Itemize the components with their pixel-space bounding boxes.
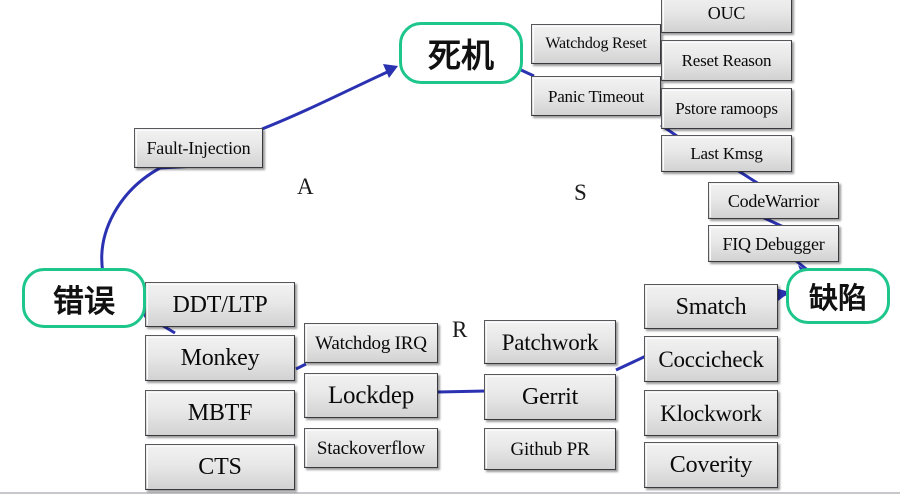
node-label: Coverity: [669, 452, 753, 478]
connector-fault-injection-to-crash: [261, 67, 395, 131]
node-watchdog-reset[interactable]: Watchdog Reset: [531, 24, 661, 64]
connector-monkey-to-lockdep: [295, 362, 307, 371]
letter-label-r: R: [452, 317, 468, 342]
node-monkey[interactable]: Monkey: [145, 335, 295, 381]
node-label: Reset Reason: [681, 51, 772, 70]
node-klockwork[interactable]: Klockwork: [644, 390, 778, 436]
node-label: Fault-Injection: [146, 138, 251, 158]
node-label: MBTF: [187, 400, 253, 426]
node-label: CodeWarrior: [727, 190, 820, 211]
node-watchdog-irq[interactable]: Watchdog IRQ: [304, 323, 438, 363]
arrowhead-crash: [383, 64, 398, 78]
node-ouc[interactable]: OUC: [661, 0, 792, 33]
category-node-defect[interactable]: 缺陷: [786, 268, 890, 324]
node-mbtf[interactable]: MBTF: [145, 390, 295, 436]
node-fault-injection[interactable]: Fault-Injection: [134, 128, 263, 168]
node-smatch[interactable]: Smatch: [644, 284, 778, 329]
node-reset-reason[interactable]: Reset Reason: [661, 40, 792, 81]
connector-error-to-crash: [100, 164, 197, 274]
node-label: Watchdog Reset: [545, 35, 647, 52]
node-label: OUC: [707, 2, 746, 23]
node-label: Watchdog IRQ: [315, 332, 427, 354]
node-codewarrior[interactable]: CodeWarrior: [708, 182, 839, 219]
node-label: Smatch: [675, 293, 747, 320]
node-label: Stackoverflow: [316, 437, 426, 459]
node-last-kmsg[interactable]: Last Kmsg: [661, 135, 792, 172]
node-label: Coccicheck: [658, 346, 764, 372]
category-node-label: 死机: [428, 36, 494, 75]
node-label: Last Kmsg: [690, 144, 763, 163]
category-node-label: 错误: [53, 283, 115, 320]
letter-label-a: A: [297, 174, 314, 199]
node-label: Lockdep: [327, 382, 415, 409]
node-label: Monkey: [180, 345, 260, 371]
node-lockdep[interactable]: Lockdep: [304, 373, 438, 418]
bottom-divider: [0, 492, 900, 494]
letter-label-s: S: [574, 180, 587, 205]
node-patchwork[interactable]: Patchwork: [484, 320, 616, 364]
node-coverity[interactable]: Coverity: [644, 442, 778, 488]
node-gerrit[interactable]: Gerrit: [484, 374, 616, 420]
node-panic-timeout[interactable]: Panic Timeout: [531, 76, 661, 116]
node-ddt-ltp[interactable]: DDT/LTP: [145, 282, 295, 327]
node-label: DDT/LTP: [172, 291, 268, 318]
node-github-pr[interactable]: Github PR: [484, 428, 616, 470]
node-label: Klockwork: [660, 400, 762, 426]
node-label: Panic Timeout: [547, 86, 645, 106]
node-fiq-debugger[interactable]: FIQ Debugger: [708, 225, 839, 262]
node-coccicheck[interactable]: Coccicheck: [644, 336, 778, 382]
node-label: Gerrit: [521, 384, 579, 410]
node-cts[interactable]: CTS: [145, 444, 295, 490]
node-label: Pstore ramoops: [675, 99, 778, 118]
node-pstore-ramoops[interactable]: Pstore ramoops: [661, 88, 792, 129]
node-label: FIQ Debugger: [722, 233, 825, 254]
node-label: Github PR: [510, 438, 590, 460]
connector-gerrit-to-coccicheck: [615, 354, 647, 372]
connector-lockdep-to-gerrit: [437, 389, 487, 394]
node-label: CTS: [198, 454, 242, 480]
node-label: Patchwork: [501, 329, 599, 355]
category-node-crash[interactable]: 死机: [399, 22, 523, 84]
category-node-label: 缺陷: [808, 281, 867, 315]
node-stackoverflow[interactable]: Stackoverflow: [304, 428, 438, 468]
category-node-error[interactable]: 错误: [22, 268, 146, 328]
